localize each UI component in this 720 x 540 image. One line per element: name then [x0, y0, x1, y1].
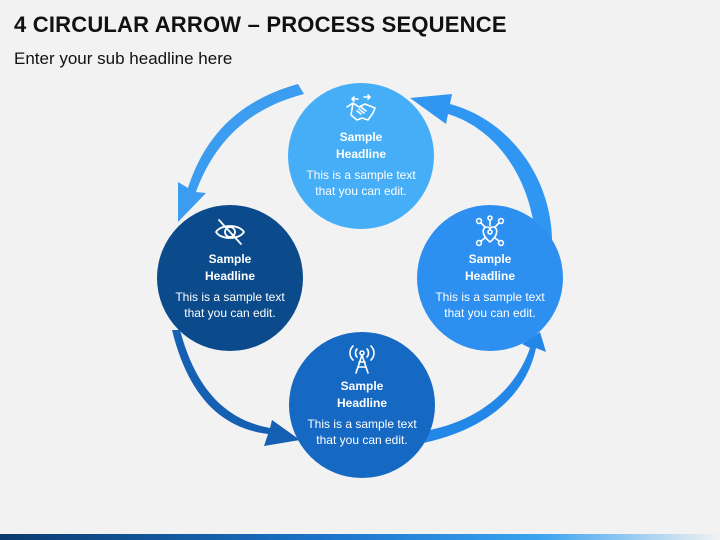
- step-card-bottom: Sample Headline This is a sample text th…: [289, 332, 435, 478]
- step-card-top: Sample Headline This is a sample text th…: [288, 83, 434, 229]
- step-card-left: Sample Headline This is a sample text th…: [157, 205, 303, 351]
- arrow-left-to-bottom: [172, 330, 300, 446]
- heart-network-icon: [473, 215, 507, 249]
- page-subtitle: Enter your sub headline here: [14, 49, 233, 68]
- step-text: This is a sample text that you can edit.: [175, 290, 285, 320]
- step-text: This is a sample text that you can edit.: [307, 417, 417, 447]
- arrow-top-to-left: [178, 84, 304, 222]
- eye-slash-icon: [213, 215, 247, 249]
- step-card-right: Sample Headline This is a sample text th…: [417, 205, 563, 351]
- step-headline: Sample Headline: [464, 252, 515, 283]
- step-headline: Sample Headline: [204, 252, 255, 283]
- page-title: 4 CIRCULAR ARROW – PROCESS SEQUENCE: [14, 12, 507, 37]
- arrow-bottom-to-right: [418, 332, 546, 444]
- handshake-icon: [344, 93, 378, 127]
- step-headline: Sample Headline: [336, 379, 387, 410]
- step-text: This is a sample text that you can edit.: [306, 168, 416, 198]
- footer-accent-bar: [0, 534, 720, 540]
- step-text: This is a sample text that you can edit.: [435, 290, 545, 320]
- step-headline: Sample Headline: [335, 130, 386, 161]
- broadcast-tower-icon: [345, 342, 379, 376]
